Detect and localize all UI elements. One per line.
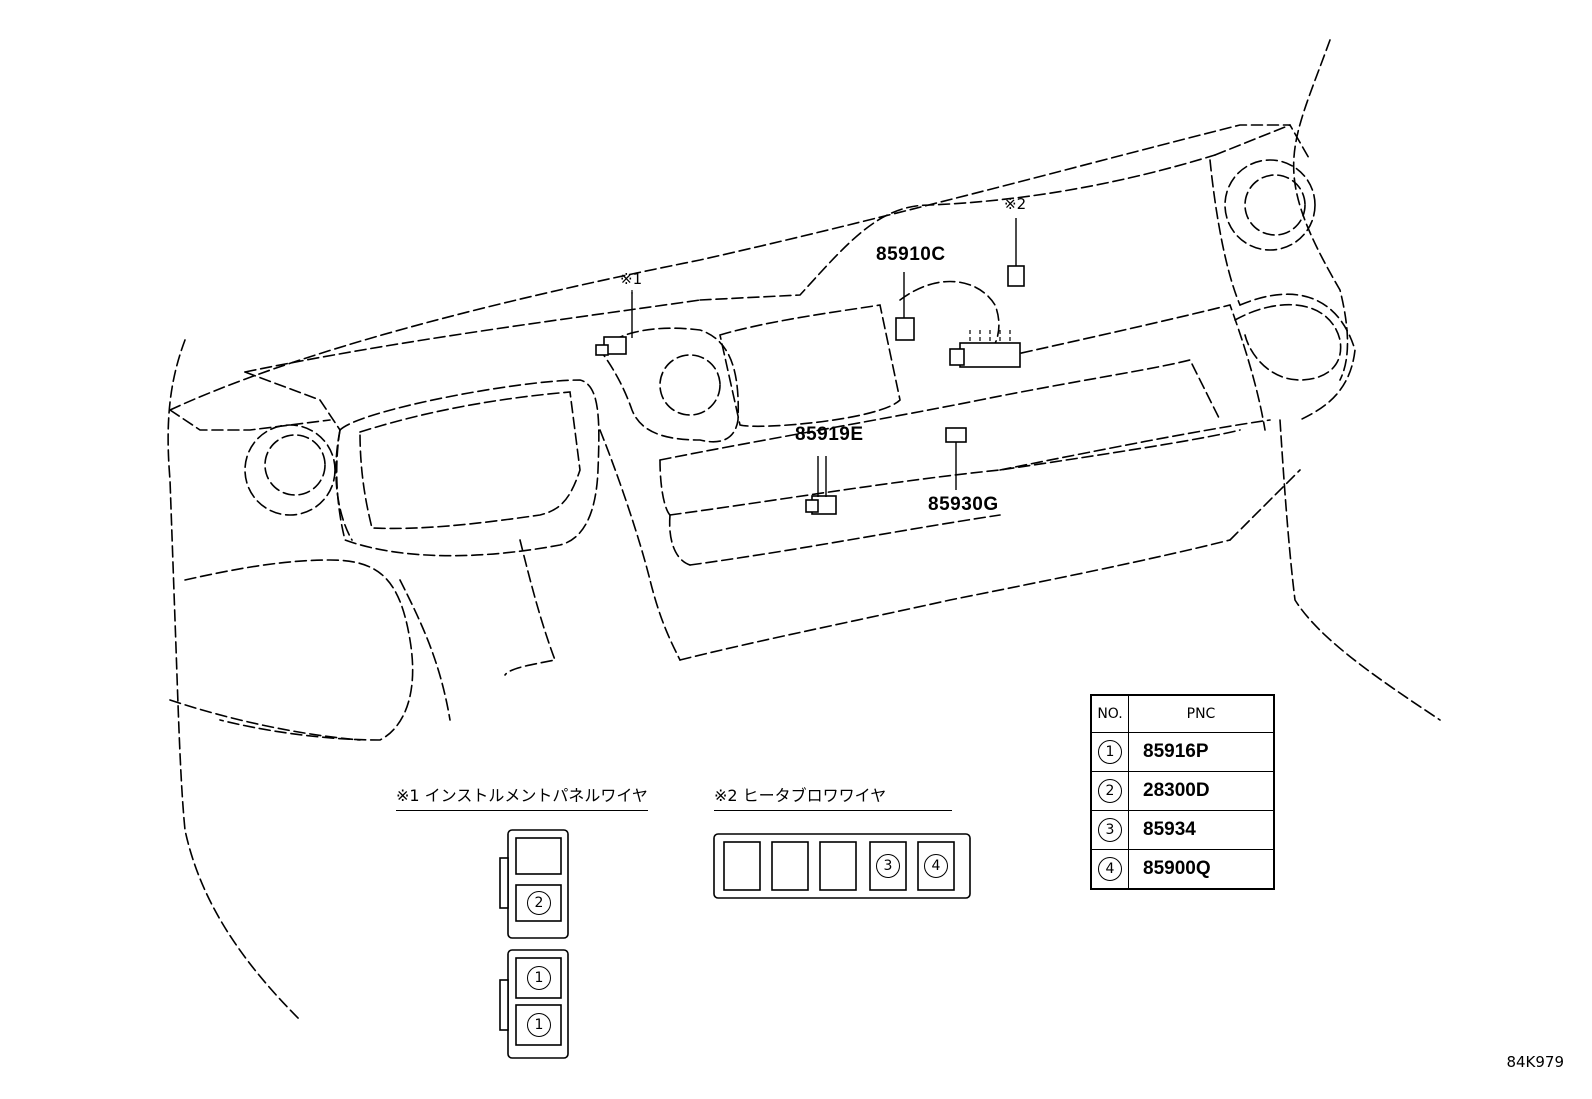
pnc-table-header: NO. PNC — [1090, 694, 1275, 733]
note-mark-2: ※2 — [1004, 195, 1027, 213]
table-row: 3 85934 — [1090, 810, 1275, 850]
row-number-circle: 2 — [1098, 779, 1122, 803]
pnc-code: 85934 — [1128, 810, 1275, 850]
slot-circle-3: 3 — [876, 854, 900, 878]
slot-circle-2: 2 — [527, 891, 551, 915]
row-number-circle: 4 — [1098, 857, 1122, 881]
callout-85930g: 85930G — [928, 494, 999, 515]
slot-circle-1-lower: 1 — [527, 1013, 551, 1037]
legend-heater-blower-wire: ※2 ヒータブロワワイヤ — [714, 782, 952, 811]
row-number-circle: 1 — [1098, 740, 1122, 764]
note-mark-1: ※1 — [620, 270, 643, 288]
row-number-circle: 3 — [1098, 818, 1122, 842]
callout-85919e: 85919E — [795, 424, 864, 445]
callout-85910c: 85910C — [876, 244, 946, 265]
figure-id: 84K979 — [1506, 1053, 1564, 1071]
pnc-table: NO. PNC 1 85916P 2 28300D 3 85934 4 8590… — [1090, 694, 1275, 890]
table-row: 4 85900Q — [1090, 849, 1275, 890]
header-pnc: PNC — [1128, 694, 1275, 733]
header-no: NO. — [1090, 694, 1129, 733]
pnc-code: 28300D — [1128, 771, 1275, 811]
table-row: 1 85916P — [1090, 732, 1275, 772]
pnc-code: 85916P — [1128, 732, 1275, 772]
slot-circle-1-upper: 1 — [527, 966, 551, 990]
table-row: 2 28300D — [1090, 771, 1275, 811]
pnc-code: 85900Q — [1128, 849, 1275, 890]
slot-circle-4: 4 — [924, 854, 948, 878]
legend-instrument-panel-wire: ※1 インストルメントパネルワイヤ — [396, 782, 648, 811]
